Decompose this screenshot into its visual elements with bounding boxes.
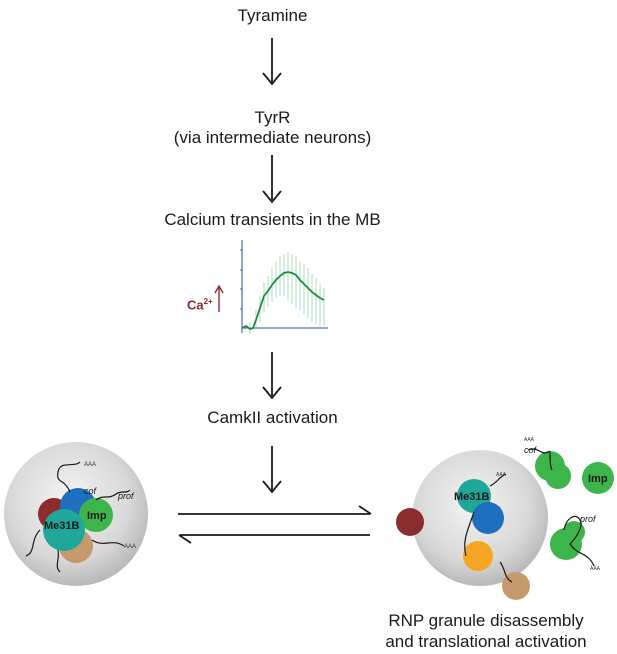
calcium-trace-plot <box>240 240 328 334</box>
aaa-tag-4: AAA <box>524 437 535 443</box>
aaa-tag-2: AAA <box>124 544 136 550</box>
down-arrow-2 <box>262 155 282 204</box>
me31b-protein-left <box>43 509 85 551</box>
imp-protein-left <box>79 498 113 532</box>
assembled-rnp-granule <box>4 442 148 586</box>
calcium-up-arrow <box>214 284 224 312</box>
imp-cof-complex <box>527 448 571 489</box>
step-tyrr: TyrR <box>254 108 291 127</box>
down-arrow-3 <box>262 352 282 400</box>
orange-protein-right <box>463 541 493 571</box>
step-camkii: CamkII activation <box>207 408 338 427</box>
result-line-1: RNP granule disassembly <box>388 611 584 630</box>
down-arrow-4 <box>262 446 282 494</box>
imp-prof-complex <box>550 515 595 567</box>
calcium-label: Ca2+ <box>187 297 213 313</box>
step-tyramine: Tyramine <box>237 6 308 25</box>
aaa-tag-3: AAA <box>496 472 507 478</box>
me31b-label-left: Me31B <box>44 520 80 532</box>
step-calcium: Calcium transients in the MB <box>164 210 381 229</box>
imp-label-left: Imp <box>87 510 107 522</box>
me31b-label-right: Me31B <box>454 491 490 503</box>
plot-ticks <box>240 249 242 310</box>
aaa-tag-5: AAA <box>590 566 601 572</box>
reverse-arrow <box>178 534 370 544</box>
calcium-trace-line <box>241 271 325 331</box>
cof-label-right: cof <box>524 445 538 455</box>
red-protein-right <box>396 508 424 536</box>
step-tyrr-sub: (via intermediate neurons) <box>173 128 372 147</box>
imp-label-right: Imp <box>588 473 608 485</box>
down-arrow-1 <box>262 38 282 86</box>
prof-label-right: prof <box>579 514 597 524</box>
blue-protein-right <box>472 502 504 534</box>
cof-label-left: cof <box>84 486 98 496</box>
forward-arrow <box>178 505 372 515</box>
result-line-2: and translational activation <box>385 632 587 651</box>
aaa-tag-1: AAA <box>84 462 96 468</box>
disassembled-rnp-granule <box>396 450 548 600</box>
prof-label-left: prof <box>117 491 135 501</box>
free-imp-protein <box>582 462 614 494</box>
